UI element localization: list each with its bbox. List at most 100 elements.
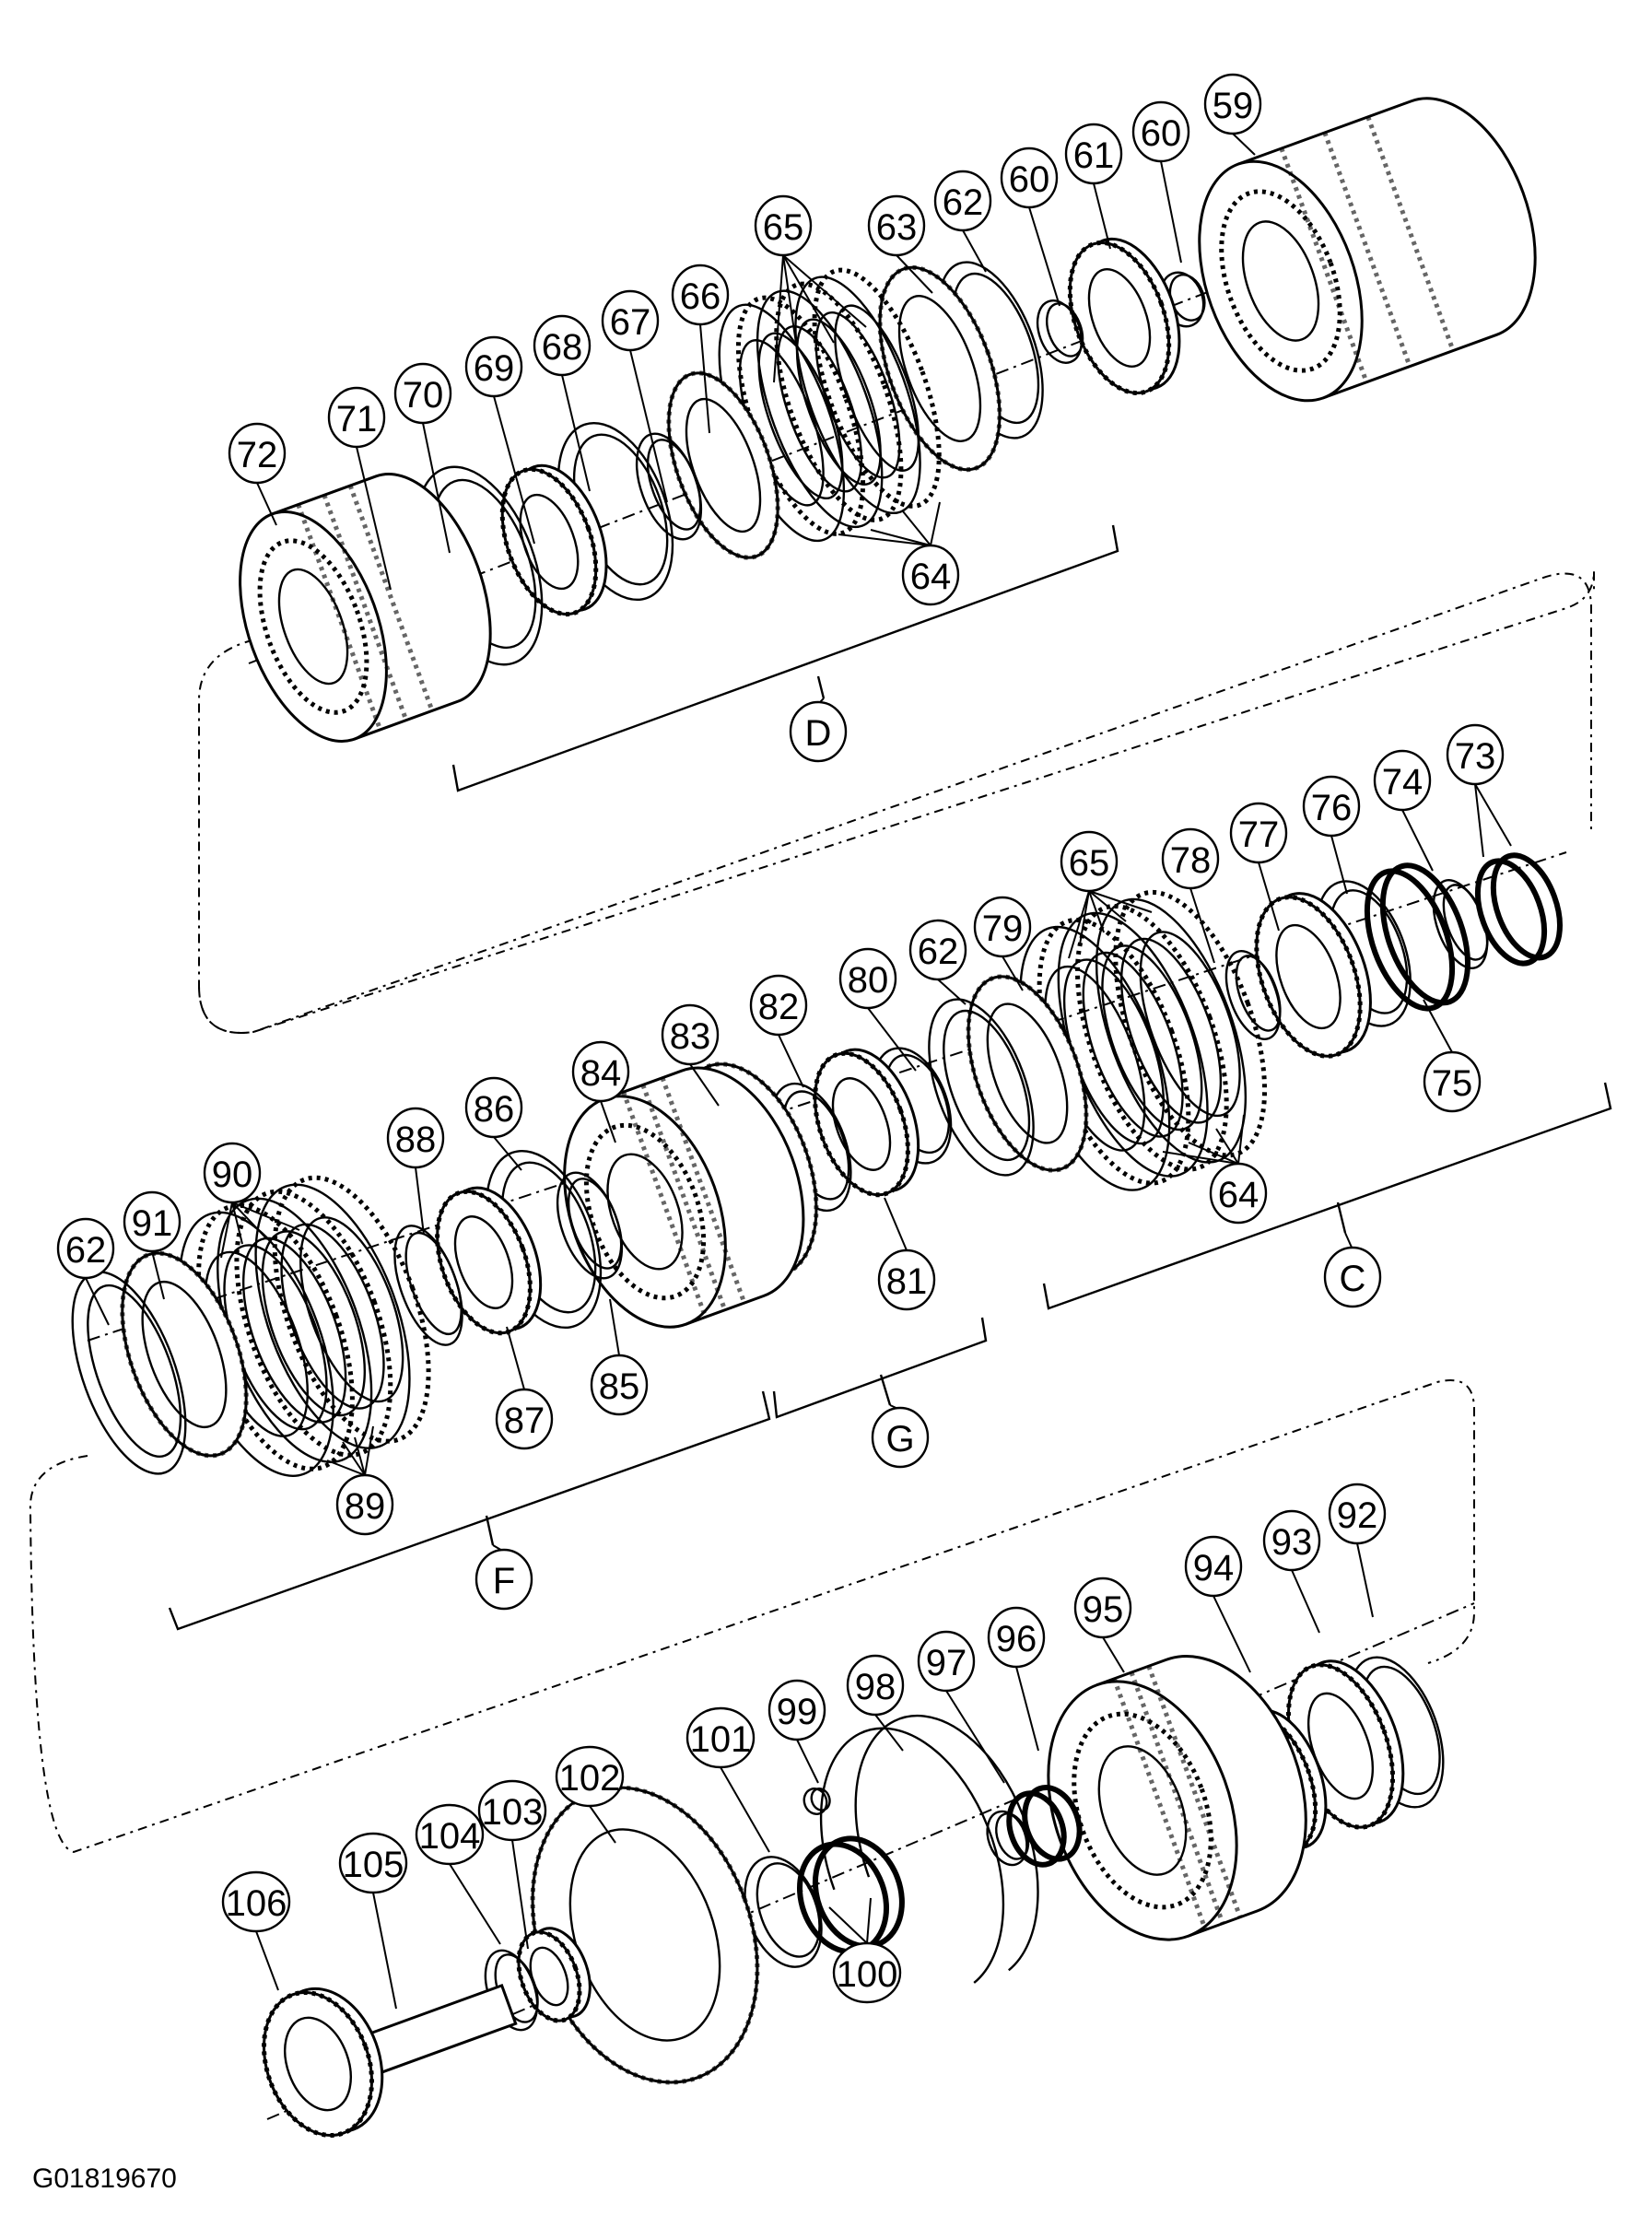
callout-number: 82 xyxy=(758,987,800,1027)
callout-66: 66 xyxy=(671,264,730,434)
callout-number: 90 xyxy=(212,1155,253,1195)
callout-number: 60 xyxy=(1009,159,1050,200)
callout-84: 84 xyxy=(571,1040,630,1143)
group-bracket-c: C xyxy=(1042,1082,1612,1310)
callout-number: 64 xyxy=(1218,1175,1260,1215)
callout-number: 59 xyxy=(1213,86,1254,126)
callout-106: 106 xyxy=(221,1870,291,1991)
callout-number: 94 xyxy=(1193,1548,1235,1588)
group-label: G xyxy=(885,1419,914,1459)
group-label: D xyxy=(805,713,832,754)
callout-number: 106 xyxy=(226,1883,287,1924)
callout-number: 102 xyxy=(559,1758,621,1799)
callout-number: 86 xyxy=(474,1089,515,1130)
callout-100: 100 xyxy=(828,1897,902,2004)
part-81-gear xyxy=(813,1048,920,1198)
callout-95: 95 xyxy=(1073,1577,1132,1673)
callout-number: 99 xyxy=(777,1692,818,1732)
callout-number: 77 xyxy=(1238,815,1280,855)
callout-60: 60 xyxy=(1000,147,1060,307)
callout-71: 71 xyxy=(327,386,392,591)
part-75-seal xyxy=(1364,862,1471,1012)
callout-number: 69 xyxy=(474,348,515,389)
callout-number: 103 xyxy=(482,1792,544,1833)
callout-88: 88 xyxy=(386,1107,445,1236)
callout-number: 87 xyxy=(504,1401,545,1441)
part-61-gear xyxy=(1067,237,1181,396)
callout-number: 92 xyxy=(1337,1495,1378,1536)
callout-74: 74 xyxy=(1373,749,1434,872)
upper-right-outline xyxy=(198,572,1592,1034)
callout-102: 102 xyxy=(555,1745,625,1844)
callout-62: 62 xyxy=(908,919,967,1005)
callout-65: 65 xyxy=(754,194,867,383)
callout-number: 104 xyxy=(419,1816,481,1857)
part-79-plate xyxy=(966,974,1089,1173)
part-72-housing xyxy=(239,473,492,743)
callout-number: 81 xyxy=(886,1261,928,1302)
callout-number: 65 xyxy=(1069,843,1110,884)
callout-number: 95 xyxy=(1083,1589,1124,1630)
group-bracket-g: G xyxy=(772,1317,988,1469)
callout-59: 59 xyxy=(1203,73,1262,156)
callout-number: 83 xyxy=(670,1016,711,1057)
part-95-drum xyxy=(1047,1655,1307,1941)
callout-91: 91 xyxy=(123,1190,182,1300)
callout-number: 75 xyxy=(1432,1063,1473,1104)
callout-61: 61 xyxy=(1064,123,1123,250)
part-99-anchor xyxy=(803,1788,831,1815)
callout-number: 96 xyxy=(996,1619,1037,1659)
part-74-ring xyxy=(1432,879,1489,969)
callout-89: 89 xyxy=(326,1425,394,1536)
callout-number: 101 xyxy=(690,1719,752,1760)
part-66-plate xyxy=(666,370,780,560)
callout-97: 97 xyxy=(917,1630,1005,1784)
callout-number: 71 xyxy=(336,399,378,440)
group-bracket-d: D xyxy=(451,524,1119,792)
callout-number: 60 xyxy=(1141,113,1182,154)
part-59-drum xyxy=(1198,97,1537,403)
callout-92: 92 xyxy=(1328,1483,1387,1618)
callout-number: 62 xyxy=(65,1230,107,1271)
callout-number: 68 xyxy=(542,327,583,368)
callout-number: 78 xyxy=(1170,840,1212,881)
callout-number: 61 xyxy=(1073,135,1115,176)
callout-76: 76 xyxy=(1302,775,1361,895)
callout-64: 64 xyxy=(838,501,960,606)
middle-to-lower-outline xyxy=(29,1379,1475,1854)
callout-number: 73 xyxy=(1455,736,1496,777)
callout-83: 83 xyxy=(661,1003,720,1107)
callout-number: 65 xyxy=(763,207,804,248)
callout-number: 74 xyxy=(1382,762,1424,803)
callout-number: 100 xyxy=(837,1954,898,1995)
callout-80: 80 xyxy=(838,947,917,1072)
callout-94: 94 xyxy=(1184,1535,1251,1673)
figure-id-label: G01819670 xyxy=(32,2163,177,2194)
callout-103: 103 xyxy=(477,1779,547,1950)
callout-96: 96 xyxy=(987,1606,1046,1752)
callout-number: 98 xyxy=(855,1667,896,1707)
callout-78: 78 xyxy=(1161,827,1220,964)
callout-68: 68 xyxy=(533,314,592,492)
part-103-bearing xyxy=(516,1927,592,2023)
part-69-spring xyxy=(499,463,608,617)
callout-87: 87 xyxy=(495,1326,554,1450)
callout-63: 63 xyxy=(867,194,933,294)
callout-number: 105 xyxy=(343,1845,404,1885)
callout-104: 104 xyxy=(415,1803,501,1945)
callout-number: 64 xyxy=(910,557,952,597)
callout-93: 93 xyxy=(1262,1509,1321,1634)
callout-number: 84 xyxy=(580,1053,622,1094)
callout-79: 79 xyxy=(973,896,1032,991)
part-106-gear xyxy=(262,1987,384,2138)
part-62-snapring xyxy=(928,998,1035,1177)
callout-number: 85 xyxy=(599,1366,640,1407)
callout-75: 75 xyxy=(1423,999,1482,1113)
part-85-seal xyxy=(556,1171,624,1280)
callout-99: 99 xyxy=(767,1679,826,1784)
callout-number: 63 xyxy=(876,207,918,248)
callout-90: 90 xyxy=(203,1142,300,1259)
group-label: F xyxy=(493,1561,515,1601)
callout-number: 93 xyxy=(1271,1522,1313,1563)
